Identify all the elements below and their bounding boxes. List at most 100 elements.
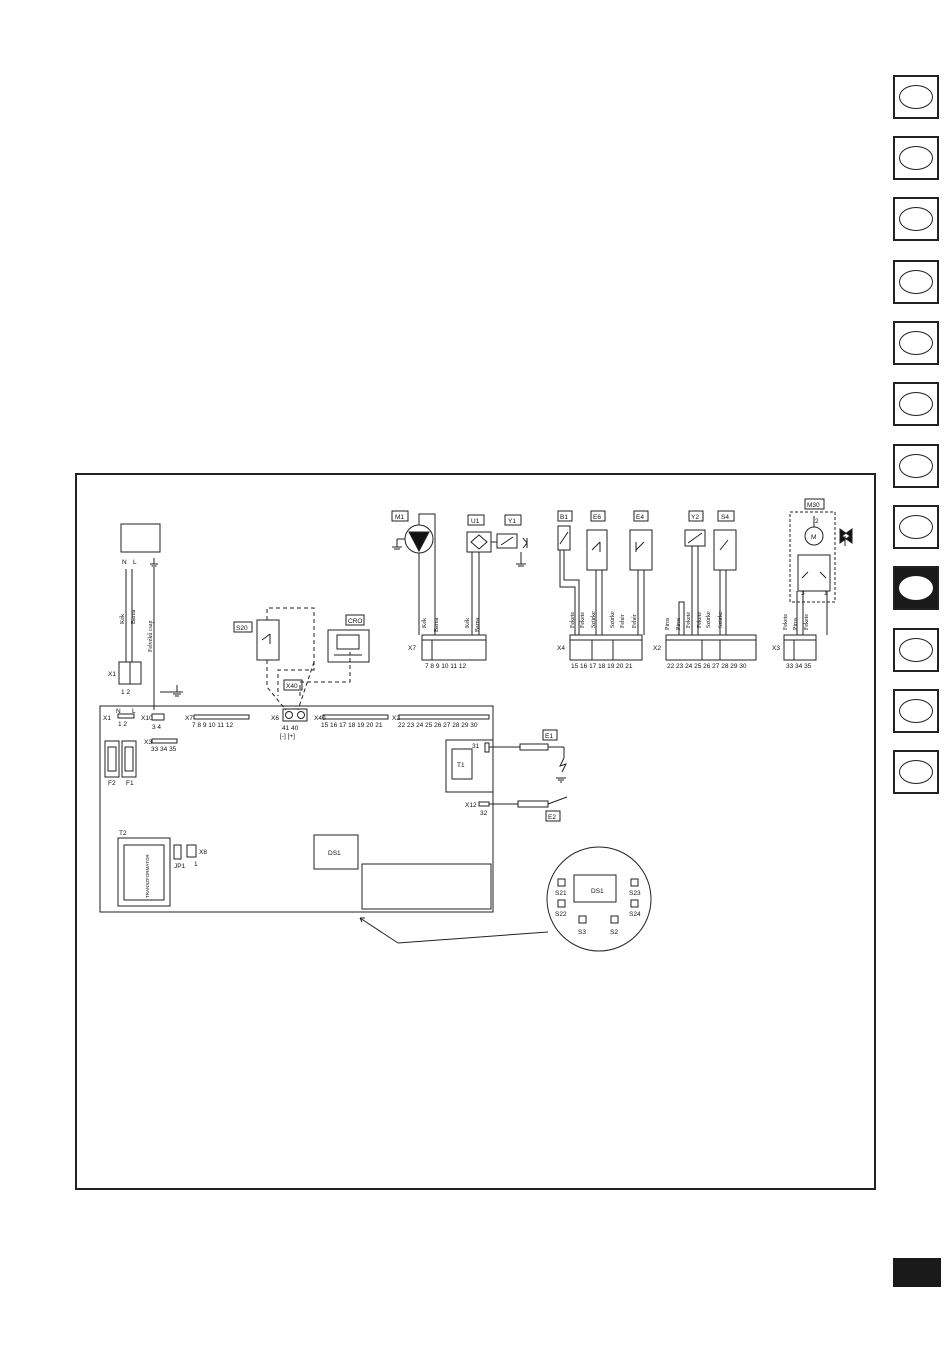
x40-tag (283, 679, 303, 691)
board-x2-label: X2 (392, 715, 400, 722)
supply-n-label: N (122, 559, 127, 566)
m30-pin-2: 2 (815, 518, 819, 525)
board-display-area (361, 863, 492, 910)
button-s23 (630, 878, 639, 887)
button-s21-label: S21 (555, 890, 567, 897)
connector-x1-name: X1 (108, 671, 116, 678)
button-s2-label: S2 (610, 929, 618, 936)
supply-l-label: L (133, 559, 137, 566)
valve-y2 (684, 529, 706, 547)
language-tab-1[interactable] (893, 75, 939, 119)
board-x6-pins: 41 40 (282, 725, 299, 732)
m30-tag (804, 498, 825, 510)
x40-tag-label: X40 (286, 683, 298, 690)
connector-x3-pins: 33 34 35 (786, 663, 812, 670)
connector-x8 (186, 844, 197, 858)
x3-wire-fekete: Fekete (783, 614, 789, 630)
language-tab-6[interactable] (893, 382, 939, 426)
diverter-valve-m30 (789, 511, 836, 603)
ds1-label: DS1 (328, 850, 341, 857)
page-number-box (893, 1258, 941, 1287)
display-detail-ds1-label: DS1 (591, 888, 604, 895)
wiring-diagram-frame: N L Kék Barna Felvékű csap X1 1 2 X1 1 2… (75, 473, 876, 1190)
language-tab-oval-icon (899, 515, 933, 539)
language-tab-9[interactable] (893, 566, 939, 610)
switch-e6 (586, 529, 608, 571)
e1-tag (542, 729, 558, 741)
connector-x2 (665, 639, 757, 661)
m30-label: M30 (807, 502, 820, 509)
language-tab-2[interactable] (893, 136, 939, 180)
x7-wire-barna-2: Barna (475, 617, 481, 632)
board-x10-pins: 3 4 (152, 724, 161, 731)
button-s21 (557, 878, 566, 887)
language-tab-11[interactable] (893, 689, 939, 733)
u1-label: U1 (471, 518, 480, 525)
wire-label-barna: Barna (131, 609, 137, 624)
jumper-jp1 (173, 844, 182, 860)
s4-label: S4 (721, 514, 729, 521)
language-tab-12[interactable] (893, 750, 939, 794)
x2-wire-fekete-2: Fekete (697, 612, 703, 628)
x8-label: X8 (199, 849, 207, 856)
connector-x7-pins: 7 8 9 10 11 12 (425, 663, 466, 670)
language-tab-oval-icon (899, 699, 933, 723)
language-tab-4[interactable] (893, 260, 939, 304)
language-tab-5[interactable] (893, 321, 939, 365)
remote-control-cro (327, 629, 370, 663)
connector-x4-pins: 15 16 17 18 19 20 21 (571, 663, 633, 670)
y1-tag (504, 514, 522, 526)
y1-label: Y1 (508, 518, 516, 525)
x2-wire-fekete: Fekete (686, 612, 692, 628)
spark-symbol (559, 757, 567, 773)
x3-wire-piros: Piros (793, 617, 799, 630)
display-detail-circle (546, 846, 652, 952)
m30-pin-1: 1 (824, 590, 828, 597)
t2-label: T2 (119, 830, 127, 837)
board-x12-label: X12 (465, 802, 477, 809)
board-x1-label: X1 (103, 715, 111, 722)
pin-31-label: 31 (472, 743, 480, 750)
x7-wire-barna: Barna (434, 617, 440, 632)
x4-wire-fekete: Fekete (570, 612, 576, 628)
e6-tag (590, 510, 606, 522)
e2-tag (545, 810, 561, 822)
y2-tag (688, 510, 704, 522)
earth-symbol (150, 558, 158, 569)
pin-32-label: 32 (480, 810, 488, 817)
connector-x1-pins: 1 2 (121, 689, 130, 696)
language-tab-10[interactable] (893, 628, 939, 672)
e4-tag (633, 510, 649, 522)
language-tab-oval-icon (899, 85, 933, 109)
language-tab-oval-icon (899, 392, 933, 416)
board-x6-polarity: [-] [+] (280, 733, 295, 740)
x2-wire-szurke-2: Szürke (718, 611, 724, 628)
language-tab-7[interactable] (893, 444, 939, 488)
x4-wire-fekete-2: Fekete (580, 612, 586, 628)
connector-x3-name: X3 (772, 645, 780, 652)
flow-switch-s4 (713, 529, 737, 571)
language-tab-oval-icon (899, 760, 933, 784)
u1-tag (467, 514, 485, 526)
transformer-text: TRANSZFORMÁTOR (144, 854, 150, 898)
language-tab-oval-icon (899, 454, 933, 478)
connector-x7 (421, 639, 487, 661)
jp1-label: JP1 (174, 863, 186, 870)
board-x7-pins: 7 8 9 10 11 12 (192, 722, 233, 729)
language-tab-8[interactable] (893, 505, 939, 549)
electrode-e1-lead (519, 743, 549, 751)
x4-wire-szurke: Szürke (591, 611, 597, 628)
language-tab-oval-icon (899, 638, 933, 662)
wire-label-earth: Felvékű csap (148, 621, 154, 653)
language-tab-oval-icon (899, 207, 933, 231)
control-board (99, 705, 494, 913)
button-s24-label: S24 (629, 911, 641, 918)
board-n-label: N (116, 708, 121, 715)
board-x3-label: X3 (144, 739, 152, 746)
electrode-e2-lead (517, 800, 549, 808)
fuse-f2 (104, 740, 120, 778)
x4-wire-szurke-2: Szürke (610, 611, 616, 628)
language-tab-3[interactable] (893, 197, 939, 241)
t1-label: T1 (457, 762, 465, 769)
cro-label: CRO (348, 618, 362, 625)
